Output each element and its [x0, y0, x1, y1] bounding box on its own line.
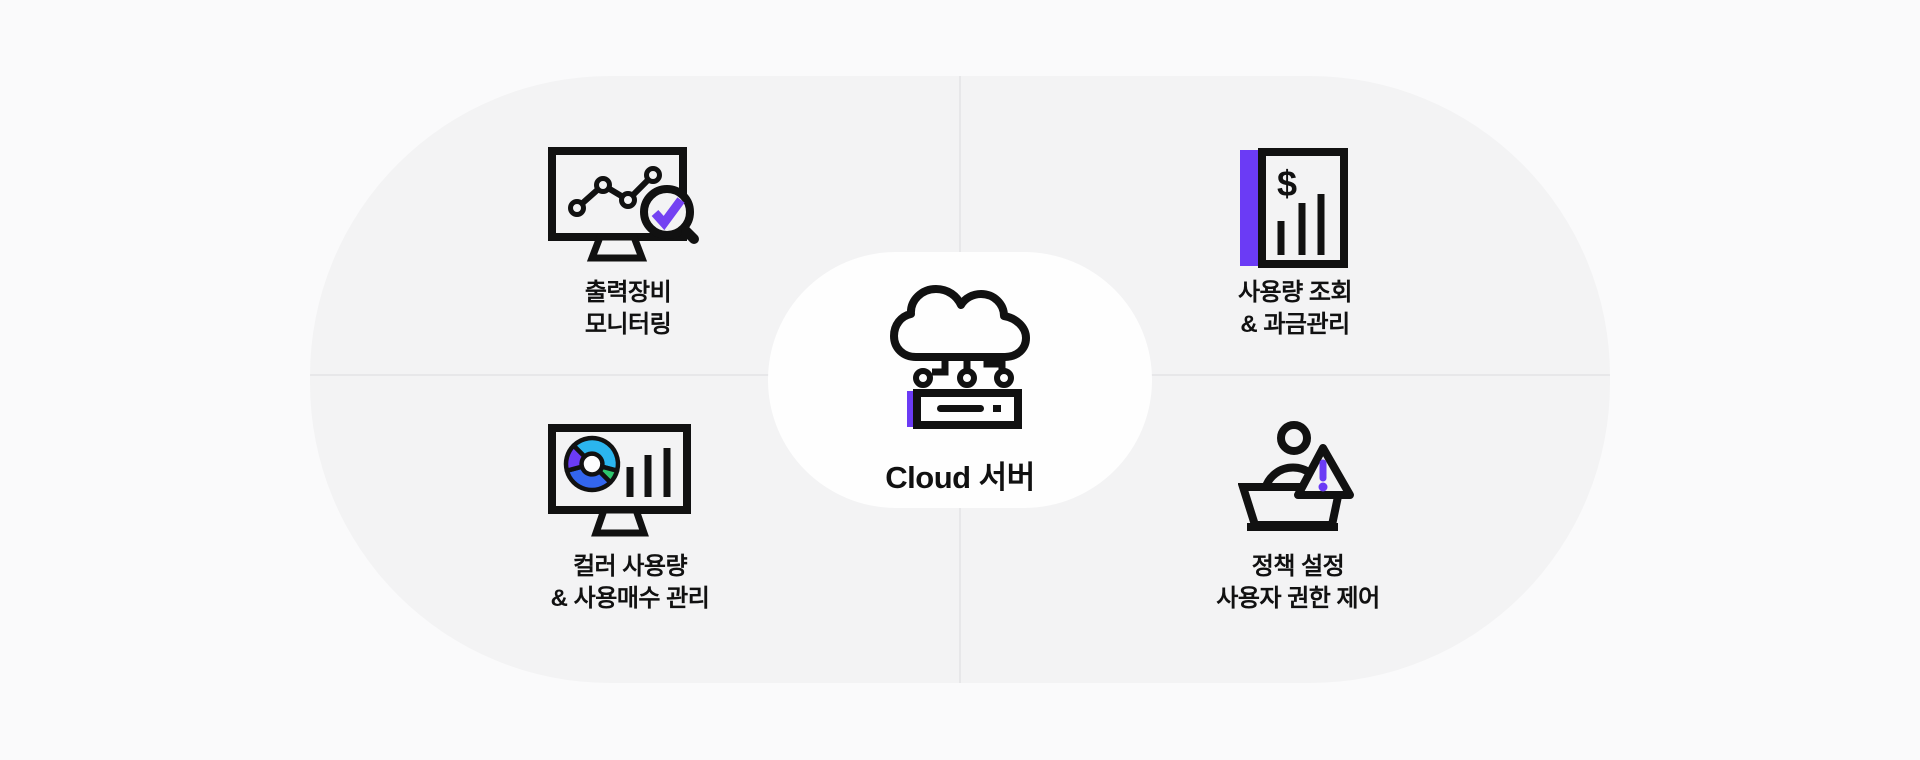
cloud-icon [890, 285, 1030, 361]
monitor-donut-chart-icon [548, 424, 691, 537]
dollar-glyph: $ [1277, 163, 1297, 204]
document-spine [1240, 150, 1260, 266]
user-policy-warning-icon [1238, 421, 1354, 531]
server-accent-bar [907, 391, 917, 427]
feature-label: 정책 설정 사용자 권한 제어 [1216, 553, 1380, 612]
cloud-server-icon [890, 285, 1030, 429]
center-label: Cloud 서버 [885, 460, 1035, 495]
feature-label: 컬러 사용량 & 사용매수 관리 [550, 553, 710, 612]
user-head [1277, 421, 1311, 455]
feature-label: 사용량 조회 & 과금관리 [1237, 279, 1353, 338]
billing-document-icon: $ [1240, 148, 1348, 268]
check-icon [651, 197, 685, 231]
feature-label: 출력장비 모니터링 [584, 279, 672, 338]
monitor-line-chart-check-icon [548, 147, 699, 262]
